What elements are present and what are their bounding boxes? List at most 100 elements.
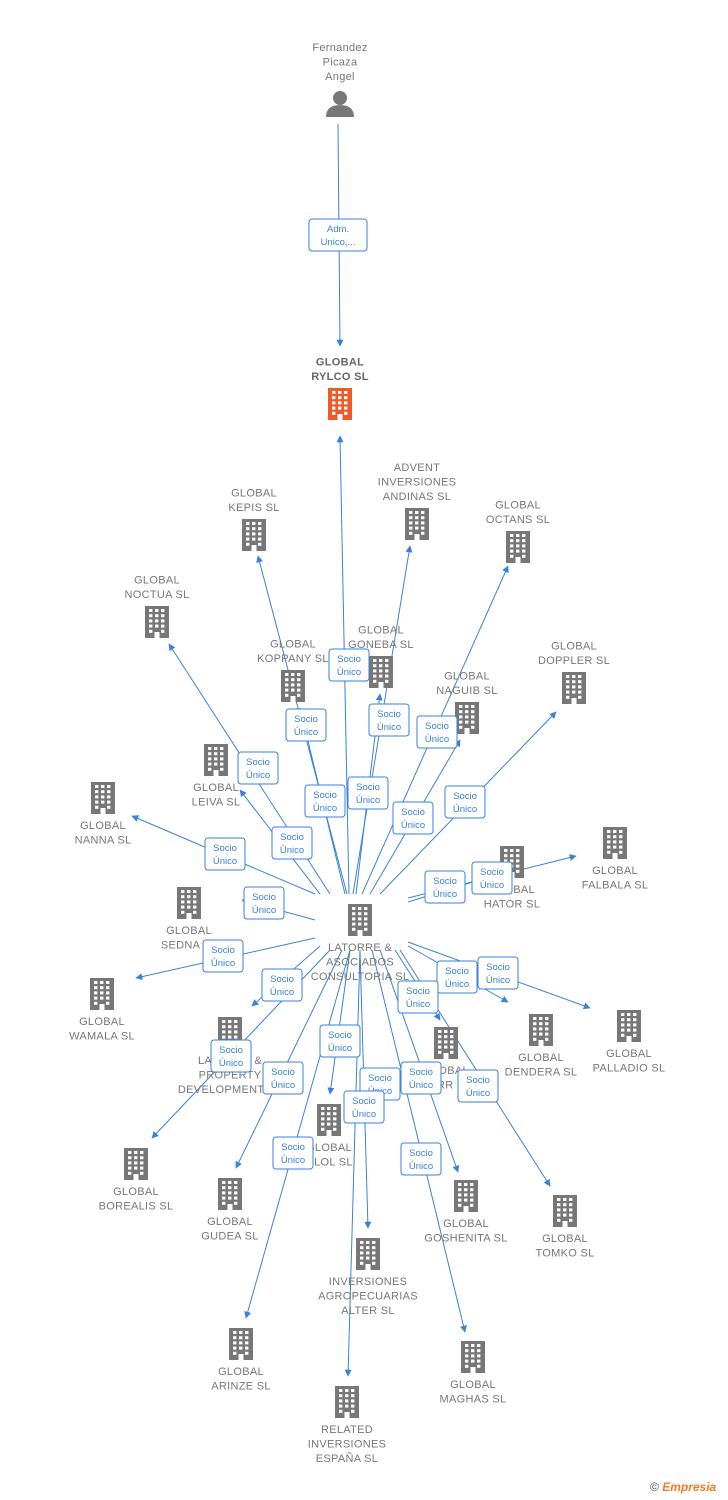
- edge-label-box[interactable]: [368, 703, 410, 737]
- building-icon[interactable]: [455, 702, 479, 734]
- building-icon[interactable]: [204, 744, 228, 776]
- edge-label-box[interactable]: [304, 784, 346, 818]
- edge-label-box[interactable]: [471, 861, 513, 895]
- edge-label-box[interactable]: [202, 939, 244, 973]
- building-icon[interactable]: [562, 672, 586, 704]
- building-icon[interactable]: [553, 1195, 577, 1227]
- building-icon[interactable]: [218, 1178, 242, 1210]
- person-icon[interactable]: [326, 91, 354, 117]
- building-icon[interactable]: [90, 978, 114, 1010]
- building-icon[interactable]: [145, 606, 169, 638]
- building-icon[interactable]: [281, 670, 305, 702]
- edge-label-box[interactable]: [308, 218, 368, 252]
- edge-label-box[interactable]: [392, 801, 434, 835]
- building-icon[interactable]: [434, 1027, 458, 1059]
- building-icon[interactable]: [454, 1180, 478, 1212]
- edge-label-box[interactable]: [262, 1061, 304, 1095]
- edge-label-box[interactable]: [424, 870, 466, 904]
- building-icon[interactable]: [177, 887, 201, 919]
- edge-label-box[interactable]: [319, 1024, 361, 1058]
- edge-label-box[interactable]: [400, 1061, 442, 1095]
- building-icon[interactable]: [617, 1010, 641, 1042]
- edge-label-box[interactable]: [210, 1039, 252, 1073]
- building-icon[interactable]: [317, 1104, 341, 1136]
- edge-label-box[interactable]: [347, 776, 389, 810]
- building-icon[interactable]: [242, 519, 266, 551]
- edge-label-box[interactable]: [416, 715, 458, 749]
- building-icon[interactable]: [91, 782, 115, 814]
- building-icon[interactable]: [529, 1014, 553, 1046]
- edge-label-box[interactable]: [397, 980, 439, 1014]
- building-icon[interactable]: [506, 531, 530, 563]
- building-icon[interactable]: [328, 388, 352, 420]
- edge-label-box[interactable]: [271, 826, 313, 860]
- building-icon[interactable]: [229, 1328, 253, 1360]
- edge-label-box[interactable]: [444, 785, 486, 819]
- edge-label-box[interactable]: [343, 1090, 385, 1124]
- edge-label-box[interactable]: [328, 648, 370, 682]
- building-icon[interactable]: [335, 1386, 359, 1418]
- building-icon[interactable]: [461, 1341, 485, 1373]
- edge-label-box[interactable]: [400, 1142, 442, 1176]
- building-icon[interactable]: [405, 508, 429, 540]
- edge-label-box[interactable]: [272, 1136, 314, 1170]
- edge-label-box[interactable]: [243, 886, 285, 920]
- building-icon[interactable]: [369, 656, 393, 688]
- building-icon[interactable]: [124, 1148, 148, 1180]
- edge-label-box[interactable]: [261, 968, 303, 1002]
- building-icon[interactable]: [348, 904, 372, 936]
- edge-label-box[interactable]: [285, 708, 327, 742]
